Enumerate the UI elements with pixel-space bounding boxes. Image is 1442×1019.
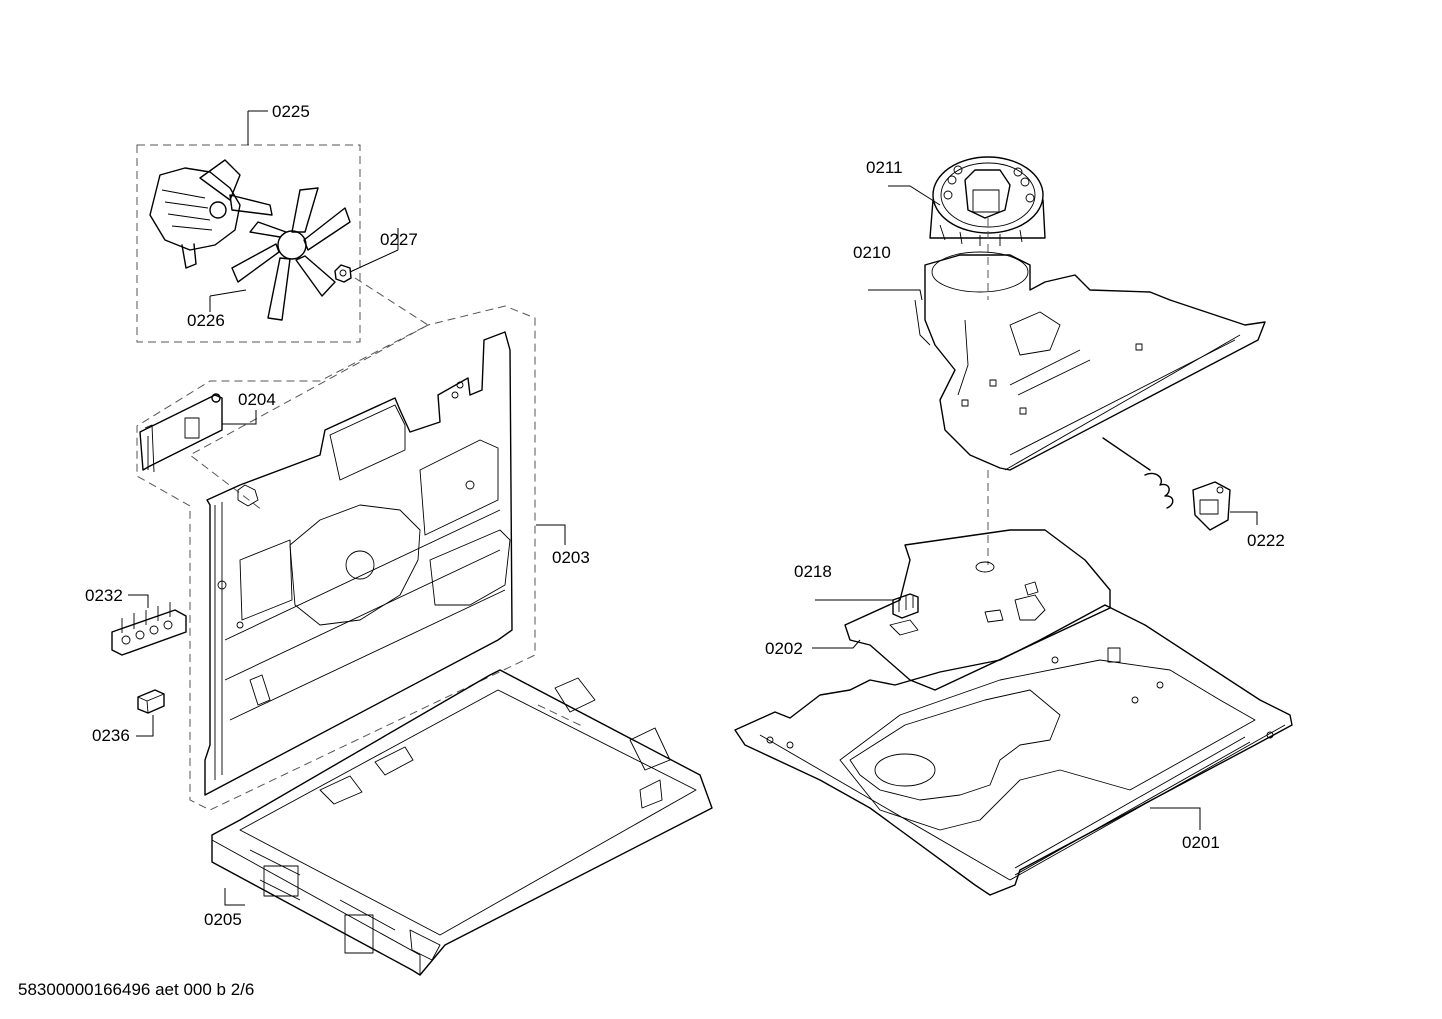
callout-0202: 0202 — [765, 639, 803, 658]
callout-0232: 0232 — [85, 586, 123, 605]
document-reference: 58300000166496 aet 000 b 2/6 — [18, 980, 255, 999]
callout-0218: 0218 — [794, 562, 832, 581]
callout-0226: 0226 — [187, 311, 225, 330]
callout-0227: 0227 — [380, 230, 418, 249]
oven-frame-0205 — [211, 669, 713, 976]
fan-impeller — [231, 187, 351, 321]
callout-0201: 0201 — [1182, 833, 1220, 852]
nut-0227 — [334, 264, 352, 283]
callout-0236: 0236 — [92, 726, 130, 745]
callout-0225: 0225 — [272, 102, 310, 121]
callout-0222: 0222 — [1247, 531, 1285, 550]
temperature-sensor-0222 — [1102, 437, 1231, 531]
terminal-block-0232 — [111, 602, 187, 656]
callout-0210: 0210 — [853, 243, 891, 262]
insulation-plate-0202 — [844, 529, 1111, 691]
group-0225-fan-motor-assembly — [136, 110, 399, 343]
callout-0203: 0203 — [552, 548, 590, 567]
base-tray-0201 — [734, 604, 1293, 896]
fan-housing-0210 — [914, 251, 1266, 471]
callout-0211: 0211 — [866, 158, 903, 177]
connector-0218 — [892, 593, 919, 619]
callout-0204: 0204 — [238, 390, 276, 409]
bracket-0204 — [139, 393, 223, 473]
callout-0205: 0205 — [204, 910, 242, 929]
fan-motor-0226 — [149, 159, 273, 269]
switch-0236 — [137, 689, 165, 714]
rear-panel-0203 — [204, 331, 513, 796]
